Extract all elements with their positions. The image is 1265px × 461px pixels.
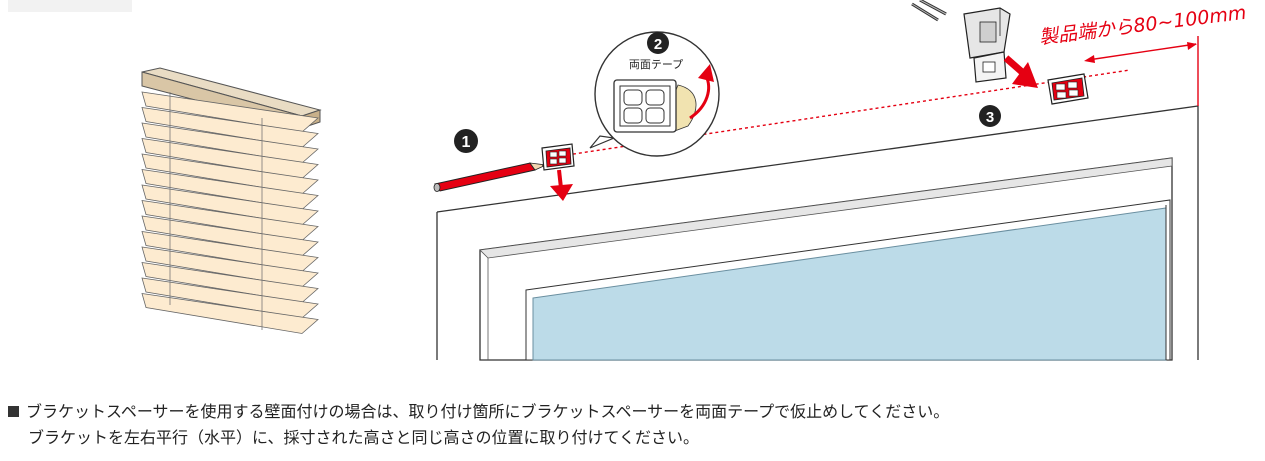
step-marker-2: 2 — [647, 32, 669, 54]
tape-label: 両面テープ — [629, 58, 683, 71]
screw-icon — [911, 0, 947, 22]
bracket-spacer-right — [1047, 73, 1089, 105]
svg-text:1: 1 — [462, 134, 471, 151]
bracket-icon — [963, 7, 1011, 83]
distance-label: 製品端から80~100mm — [1038, 2, 1248, 49]
bracket-spacer-left — [541, 143, 575, 171]
step-marker-3: 3 — [979, 105, 1001, 127]
svg-text:2: 2 — [654, 36, 662, 53]
pencil-icon — [433, 162, 548, 192]
instruction-line-2: ブラケットを左右平行（水平）に、採寸された高さと同じ高さの位置に取り付けてくださ… — [28, 428, 700, 447]
arrow-right-down-icon — [1003, 55, 1038, 88]
instruction-line-1: ブラケットスペーサーを使用する壁面付けの場合は、取り付け箇所にブラケットスペーサ… — [8, 398, 949, 422]
dimension-indicator — [1084, 36, 1199, 106]
tape-callout — [589, 31, 720, 157]
installation-diagram: 製品端から80~100mm 1 2 3 両面テープ — [141, 0, 1248, 361]
venetian-blind-illustration — [141, 67, 322, 334]
svg-text:3: 3 — [986, 109, 994, 126]
header-tab — [8, 0, 132, 12]
step-marker-1: 1 — [454, 129, 478, 153]
square-bullet-icon — [8, 406, 19, 417]
blind-slat — [141, 293, 319, 334]
arrow-down-icon — [550, 169, 573, 201]
blind-slats — [141, 91, 319, 334]
window-wall — [436, 105, 1199, 361]
